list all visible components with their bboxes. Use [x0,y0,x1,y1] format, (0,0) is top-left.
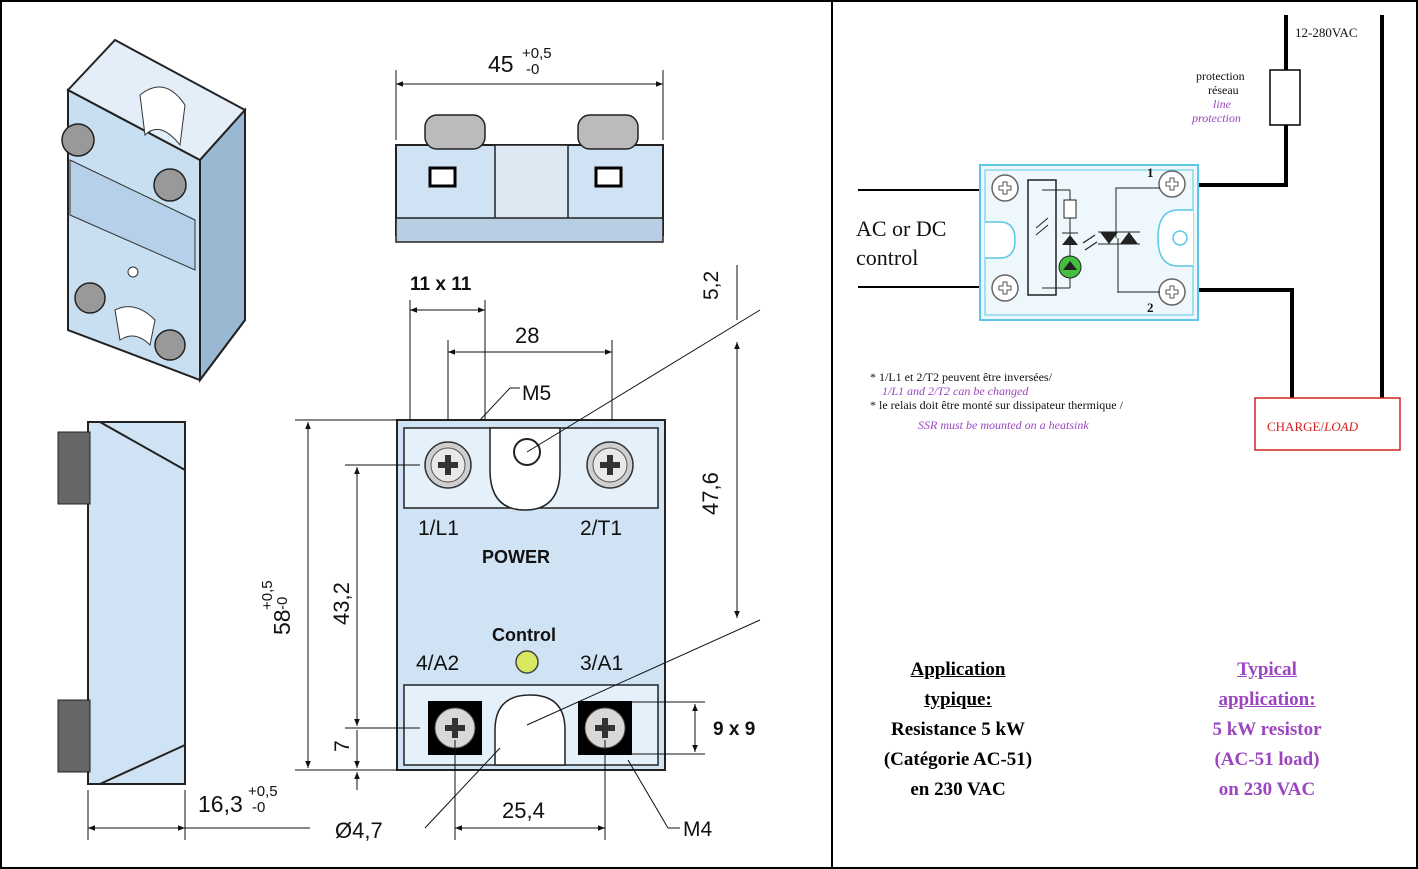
dim-terminal-spacing-top: 28 [515,323,539,348]
screw-terminal-icon [424,441,472,489]
dim-width-tol-minus: -0 [526,61,539,78]
application-fr-line-1: Resistance 5 kW [890,719,1026,740]
dim-terminal-square-top: 11 x 11 [410,274,472,295]
dim-depth-tol-plus: +0,5 [248,783,278,800]
protection-fr-2: réseau [1208,83,1239,97]
application-en: Typical application: 5 kW resistor (AC-5… [1182,655,1352,805]
load-fr: CHARGE/ [1267,419,1324,434]
control-label-2: control [856,245,918,270]
protection-en-2: protection [1191,111,1241,125]
note2-fr: * le relais doit être monté sur dissipat… [870,398,1124,412]
dim-bottom-offset: 7 [331,740,354,752]
note2-en: SSR must be mounted on a heatsink [918,418,1089,432]
load-box [1254,397,1401,451]
application-fr-title-1: Application [910,659,1006,680]
application-en-line-2: (AC-51 load) [1214,749,1320,770]
note1-en: 1/L1 and 2/T2 can be changed [882,384,1029,398]
application-fr-line-3: en 230 VAC [910,779,1006,800]
dim-terminal-vertical: 43,2 [329,582,354,625]
application-en-title-2: application: [1218,689,1316,710]
supply-voltage: 12-280VAC [1295,25,1358,40]
screw-terminal-icon [991,174,1019,202]
top-view [395,70,664,243]
terminal-1: 1 [1147,165,1154,180]
protection-fr-1: protection [1196,69,1245,83]
label-a1: 3/A1 [580,652,623,675]
dim-width: 45 [488,51,514,77]
screw-terminal-icon [586,441,634,489]
indicator-led-icon [515,650,539,674]
terminal-2: 2 [1147,300,1154,315]
screw-terminal-icon [1158,278,1186,306]
dim-depth: 16,3 [198,791,243,817]
control-label-1: AC or DC [856,216,946,241]
triac-icon [1098,231,1140,245]
label-a2: 4/A2 [416,652,459,675]
application-en-line-3: on 230 VAC [1218,779,1316,800]
application-fr: Application typique: Resistance 5 kW (Ca… [858,655,1058,805]
screw-terminal-icon [1158,170,1186,198]
label-l1: 1/L1 [418,517,459,540]
dim-hole-diameter: Ø4,7 [335,818,383,843]
optocoupler-icon [1062,235,1078,245]
wiring-diagram: 12-280VAC protection réseau line protect… [856,15,1401,451]
screw-bottom: M4 [683,818,712,841]
protection-en-1: line [1213,97,1232,111]
label-t1: 2/T1 [580,517,622,540]
dim-terminal-square-bottom: 9 x 9 [713,719,755,740]
dim-terminal-spacing-bottom: 25,4 [502,798,545,823]
isometric-view [61,38,247,383]
dim-width-tol-plus: +0,5 [522,45,552,62]
application-fr-title-2: typique: [924,689,992,710]
dim-depth-tol-minus: -0 [252,799,265,816]
fuse-icon [1269,69,1301,126]
label-control: Control [492,625,556,645]
application-fr-line-2: (Catégorie AC-51) [883,749,1033,770]
dim-mount-offset: 5,2 [700,271,723,300]
dim-height-tol-minus: -0 [274,597,291,610]
note1-fr: * 1/L1 et 2/T2 peuvent être inversées/ [870,370,1053,384]
load-label: CHARGE/LOAD [1267,419,1359,434]
side-view [57,421,310,840]
application-en-title-1: Typical [1237,659,1297,680]
label-power: POWER [482,547,550,567]
application-en-line-1: 5 kW resistor [1212,719,1322,740]
dim-height: 58 [269,609,295,635]
dim-height-tol-plus: +0,5 [259,580,276,610]
dim-mount-spacing: 47,6 [698,472,723,515]
load-en: LOAD [1323,419,1359,434]
screw-top: M5 [522,382,551,405]
screw-terminal-icon [991,274,1019,302]
front-view: 1/L1 2/T1 POWER Control 4/A2 3/A1 [198,45,761,843]
